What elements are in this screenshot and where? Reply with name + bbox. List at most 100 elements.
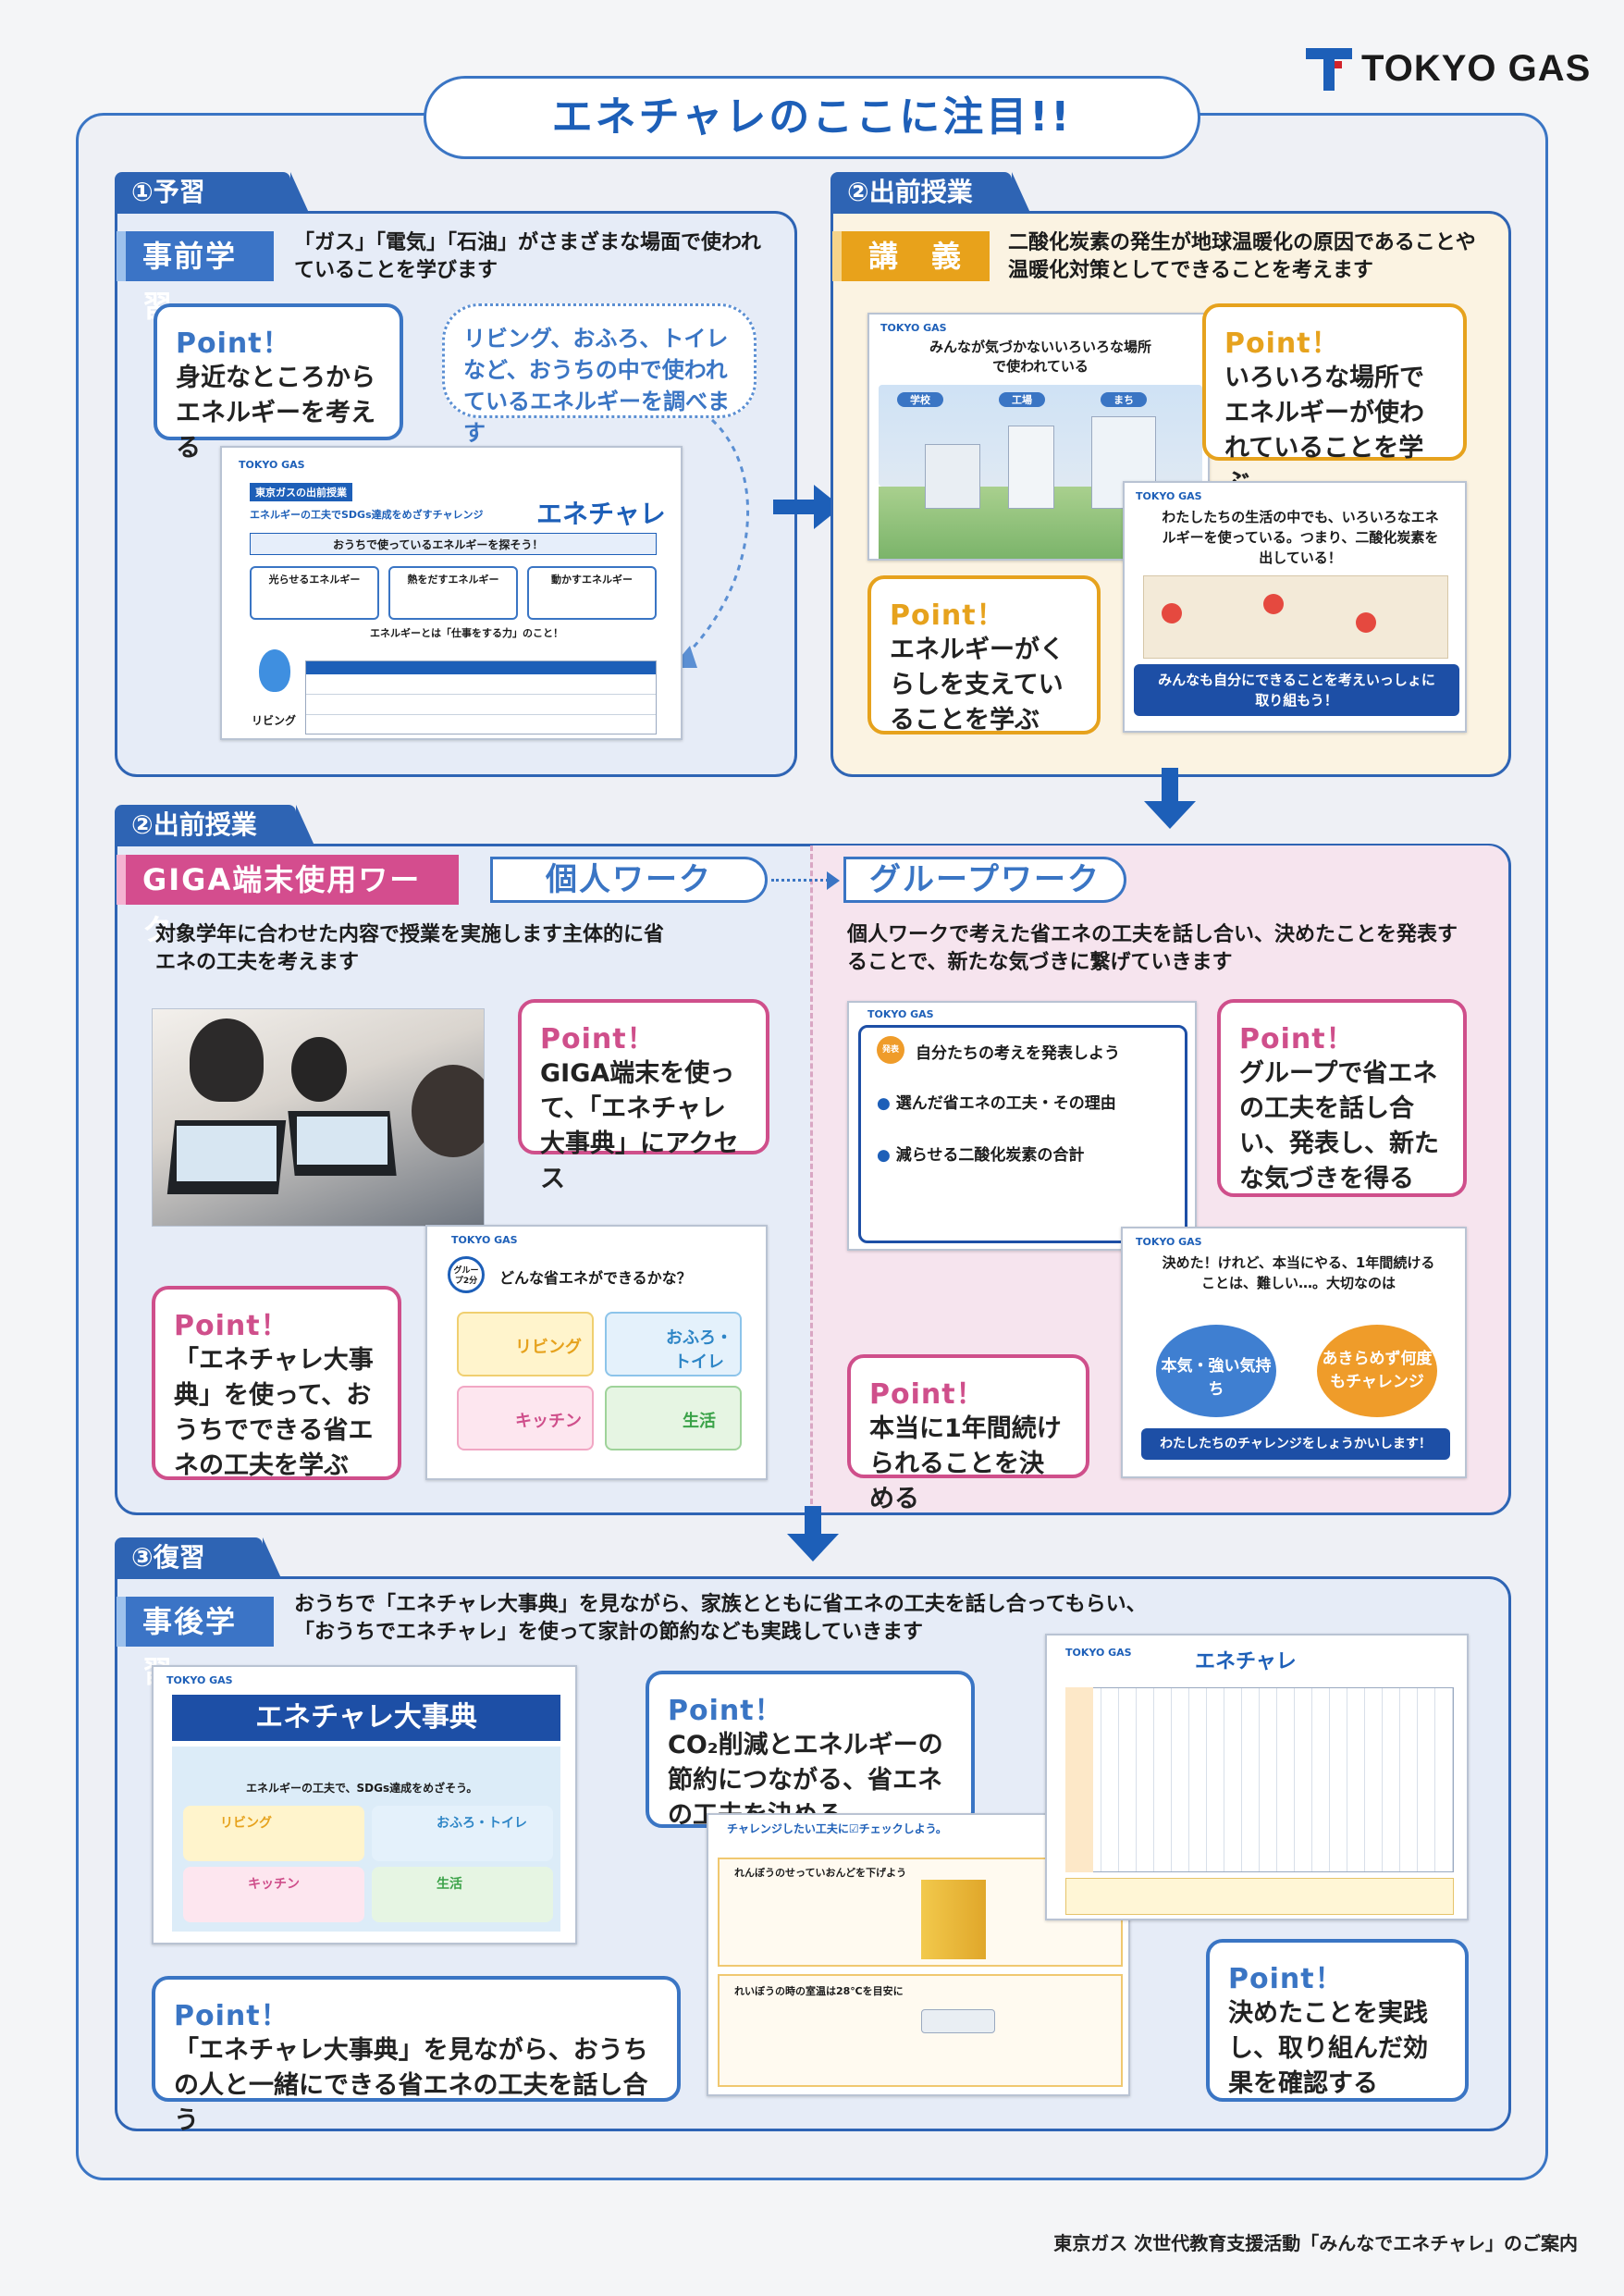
point-heading: Point！ <box>1239 1023 1355 1055</box>
place-factory: 工場 <box>999 392 1045 407</box>
classroom-photo <box>152 1008 485 1227</box>
slide-decision-thumbnail: TOKYO GAS 決めた！けれど、本当にやる、1年間続けることは、難しい…。大… <box>1121 1227 1467 1478</box>
connector-arrow-icon <box>827 871 840 890</box>
flame-mascot-icon <box>259 649 290 692</box>
tab-preparation: ①予習 <box>115 172 309 213</box>
co2-icon <box>1356 612 1376 633</box>
work-divider <box>810 846 813 1512</box>
thumb-a-sub: エネルギーの工夫で、SDGs達成をめざそう。 <box>246 1782 478 1795</box>
point-body: 身近なところからエネルギーを考える <box>176 364 375 463</box>
tab-review: ③復習 <box>115 1537 281 1578</box>
thumb-a-bath: おふろ・トイレ <box>372 1806 553 1861</box>
thumb-a-logo: TOKYO GAS <box>166 1674 233 1686</box>
thumb-subtitle: エネルギーの工夫でSDGs達成をめざすチャレンジ <box>250 509 484 521</box>
footer-caption: 東京ガス 次世代教育支援活動「みんなでエネチャレ」のご案内 <box>1053 2232 1578 2254</box>
slide-c-bubble-retry: あきらめず何度もチャレンジ <box>1317 1325 1437 1417</box>
slide-b-logo: TOKYO GAS <box>867 1008 934 1020</box>
home-challenge-sheet-thumbnail: TOKYO GAS エネチャレ <box>1045 1634 1469 1920</box>
slide-a-badge: グループ2分 <box>448 1256 485 1293</box>
slide-a-kitchen: キッチン <box>457 1386 594 1450</box>
point-body: 決めたことを実践し、取り組んだ効果を確認する <box>1228 1999 1428 2098</box>
thumb-tag: 東京ガスの出前授業 <box>250 483 352 501</box>
slide-places-thumbnail: TOKYO GAS みんなが気づかないいろいろな場所で使われている 学校 工場 … <box>867 313 1210 561</box>
slide-a-heading: どんな省エネができるかな？ <box>499 1269 692 1287</box>
thumb-c-logo: TOKYO GAS <box>1065 1647 1132 1659</box>
point-heading: Point！ <box>174 2000 289 2032</box>
thumb-a-living: リビング <box>183 1806 364 1861</box>
thumb-cat-light: 光らせるエネルギー <box>250 566 379 620</box>
point-heading: Point！ <box>1224 327 1340 360</box>
section2b-label: GIGA端末使用ワーク <box>117 855 459 947</box>
point-body: グループで省エネの工夫を話し合い、発表し、新たな気づきを得る <box>1239 1059 1439 1193</box>
arrow-down-stem <box>1162 768 1178 805</box>
slide-b-item1: 選んだ省エネの工夫・その理由 <box>895 1094 1116 1113</box>
section2b-point4: Point！ 本当に1年間続けられることを決める <box>847 1354 1089 1513</box>
section3-point2: Point！ CO₂削減とエネルギーの節約につながる、省エネの工夫を決める <box>646 1671 975 1830</box>
section2a-point1: Point！ いろいろな場所でエネルギーが使われていることを学ぶ <box>1202 303 1467 498</box>
point-body: 「エネチャレ大事典」を使って、おうちでできる省エネの工夫を学ぶ <box>174 1346 374 1480</box>
point-body: 本当に1年間続けられることを決める <box>869 1414 1062 1513</box>
slide-energy-saving-thumbnail: TOKYO GAS グループ2分 どんな省エネができるかな？ リビング おふろ・… <box>425 1225 768 1480</box>
thumb-question: おうちで使っているエネルギーを探そう！ <box>333 538 544 551</box>
point-heading: Point！ <box>176 327 291 360</box>
point-body: GIGA端末を使って、「エネチャレ大事典」にアクセス <box>540 1059 739 1193</box>
thumb-b-item2: れいぼうの時の室温は28℃を目安に <box>734 1985 904 1997</box>
tab-lesson-work: ②出前授業 <box>115 805 314 846</box>
slide-c-banner: わたしたちのチャレンジをしょうかいします！ <box>1141 1428 1450 1460</box>
worksheet-thumbnail: TOKYO GAS 東京ガスの出前授業 エネルギーの工夫でSDGs達成をめざすチ… <box>220 446 683 740</box>
arrow-down-head <box>1144 801 1196 829</box>
slide1-logo: TOKYO GAS <box>880 322 947 334</box>
thumb-cat-heat: 熱をだすエネルギー <box>388 566 518 620</box>
thumb-definition: エネルギーとは「仕事をする力」のこと！ <box>370 627 563 639</box>
place-school: 学校 <box>897 392 943 407</box>
point-heading: Point！ <box>890 599 1005 632</box>
slide-b-badge: 発表 <box>877 1036 904 1064</box>
brand-name: TOKYO GAS <box>1361 48 1592 89</box>
individual-work-tab: 個人ワーク <box>490 857 768 903</box>
slide2-banner: みんなも自分にできることを考えいっしょに取り組もう！ <box>1134 664 1459 716</box>
thumb-b-item1: れんぼうのせっていおんどを下げよう <box>734 1867 907 1879</box>
encyclopedia-thumbnail: TOKYO GAS エネチャレ大事典 エネルギーの工夫で、SDGs達成をめざそう… <box>152 1665 577 1944</box>
section1-lead: 「ガス」「電気」「石油」がさまざまな場面で使われていることを学びます <box>294 231 761 282</box>
section2b-point2: Point！ 「エネチャレ大事典」を使って、おうちでできる省エネの工夫を学ぶ <box>152 1286 401 1480</box>
section2a-label: 講 義 <box>832 231 990 281</box>
thumb-row-label: リビング <box>252 714 297 727</box>
slide1-heading: みんなが気づかないいろいろな場所で使われている <box>929 339 1151 375</box>
point-heading: Point！ <box>174 1310 289 1342</box>
place-town: まち <box>1101 392 1147 407</box>
thumb-logo: TOKYO GAS <box>239 459 305 471</box>
point-heading: Point！ <box>1228 1963 1344 1995</box>
point-body: 「エネチャレ大事典」を見ながら、おうちの人と一緒にできる省エネの工夫を話し合う <box>174 2036 648 2135</box>
group-work-tab: グループワーク <box>843 857 1126 903</box>
tokyo-gas-logo: TOKYO GAS <box>1306 41 1593 96</box>
thumb-a-title: エネチャレ大事典 <box>172 1695 560 1741</box>
point-body: いろいろな場所でエネルギーが使われていることを学ぶ <box>1224 364 1424 498</box>
slide-c-heading: 決めた！けれど、本当にやる、1年間続けることは、難しい…。大切なのは <box>1162 1254 1435 1291</box>
point-heading: Point！ <box>668 1695 783 1727</box>
slide-household-thumbnail: TOKYO GAS わたしたちの生活の中でも、いろいろなエネルギーを使っている。… <box>1123 481 1467 733</box>
section3-label: 事後学習 <box>117 1597 274 1689</box>
section1-note: リビング、おふろ、トイレなど、おうちの中で使われているエネルギーを調べます <box>442 303 757 446</box>
point-heading: Point！ <box>540 1023 656 1055</box>
thumb-b-header: チャレンジしたい工夫に☑チェックしよう。 <box>727 1822 947 1835</box>
tab-lesson-lecture: ②出前授業 <box>830 172 1030 213</box>
section3-lead: おうちで「エネチャレ大事典」を見ながら、家族とともに省エネの工夫を話し合ってもら… <box>294 1593 1147 1644</box>
slide-a-life: 生活 <box>605 1386 742 1450</box>
thumb-a-life: 生活 <box>372 1867 553 1922</box>
work-connector <box>771 879 829 882</box>
point-body: エネルギーがくらしを支えていることを学ぶ <box>890 636 1064 734</box>
arrow-down-stem <box>805 1506 821 1537</box>
section2b-lead-right: 個人ワークで考えた省エネの工夫を話し合い、決めたことを発表することで、新たな気づ… <box>847 923 1458 974</box>
slide2-logo: TOKYO GAS <box>1136 490 1202 502</box>
tokyo-gas-mark-icon <box>1306 48 1352 91</box>
slide-b-item2: 減らせる二酸化炭素の合計 <box>895 1146 1085 1165</box>
section1-label: 事前学習 <box>117 231 274 324</box>
arrow-right-stem <box>773 500 819 514</box>
slide-a-logo: TOKYO GAS <box>451 1234 518 1246</box>
section2b-point1: Point！ GIGA端末を使って、「エネチャレ大事典」にアクセス <box>518 999 769 1193</box>
thumb-a-kitchen: キッチン <box>183 1867 364 1922</box>
thumb-c-title: エネチャレ <box>1195 1650 1297 1673</box>
slide-a-bath: おふろ・トイレ <box>605 1312 742 1376</box>
thumb-name: エネチャレ <box>536 499 666 529</box>
slide2-heading: わたしたちの生活の中でも、いろいろなエネルギーを使っている。つまり、二酸化炭素を… <box>1162 509 1439 566</box>
